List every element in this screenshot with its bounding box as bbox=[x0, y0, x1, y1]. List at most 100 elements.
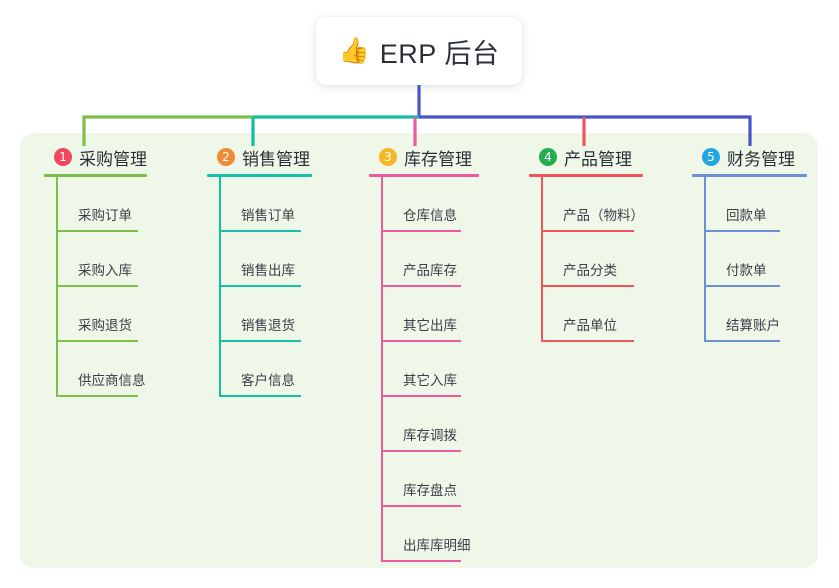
menu-item[interactable]: 库存盘点 bbox=[381, 452, 479, 507]
column-3: 3 库存管理仓库信息产品库存其它出库其它入库库存调拨库存盘点出库库明细 bbox=[369, 145, 479, 562]
menu-item-rule bbox=[219, 285, 301, 287]
menu-item[interactable]: 采购订单 bbox=[56, 177, 147, 232]
menu-item-rule bbox=[704, 340, 780, 342]
menu-item-rule bbox=[704, 285, 780, 287]
menu-item-label: 采购退货 bbox=[78, 318, 132, 333]
menu-item[interactable]: 采购入库 bbox=[56, 232, 147, 287]
menu-item[interactable]: 出库库明细 bbox=[381, 507, 479, 562]
menu-item[interactable]: 销售出库 bbox=[219, 232, 312, 287]
diagram-panel bbox=[20, 133, 818, 568]
column-stem-2 bbox=[219, 177, 221, 397]
menu-item[interactable]: 供应商信息 bbox=[56, 342, 147, 397]
column-title-4: 产品管理 bbox=[564, 149, 632, 169]
column-title-3: 库存管理 bbox=[404, 149, 472, 169]
thumbs-up-icon: 👍 bbox=[338, 36, 370, 65]
menu-item[interactable]: 其它入库 bbox=[381, 342, 479, 397]
column-header-3[interactable]: 3 库存管理 bbox=[369, 145, 479, 169]
menu-item-rule bbox=[381, 230, 461, 232]
menu-item-label: 销售订单 bbox=[241, 208, 295, 223]
menu-item[interactable]: 产品单位 bbox=[541, 287, 643, 342]
menu-item[interactable]: 仓库信息 bbox=[381, 177, 479, 232]
menu-item-label: 采购订单 bbox=[78, 208, 132, 223]
menu-item[interactable]: 回款单 bbox=[704, 177, 807, 232]
menu-item-label: 付款单 bbox=[726, 263, 767, 278]
menu-item[interactable]: 销售订单 bbox=[219, 177, 312, 232]
column-header-rule-1 bbox=[44, 174, 147, 177]
column-header-rule-4 bbox=[529, 174, 643, 177]
menu-item-label: 其它入库 bbox=[403, 373, 457, 388]
menu-item[interactable]: 采购退货 bbox=[56, 287, 147, 342]
root-node-label: ERP 后台 bbox=[379, 38, 500, 69]
menu-item-rule bbox=[381, 395, 461, 397]
menu-item[interactable]: 产品库存 bbox=[381, 232, 479, 287]
menu-item-rule bbox=[56, 285, 138, 287]
menu-item-label: 销售退货 bbox=[241, 318, 295, 333]
column-body-2: 销售订单销售出库销售退货客户信息 bbox=[219, 177, 312, 397]
menu-item-rule bbox=[541, 285, 634, 287]
menu-item-rule bbox=[704, 230, 780, 232]
menu-item-label: 供应商信息 bbox=[78, 373, 146, 388]
column-title-1: 采购管理 bbox=[79, 149, 147, 169]
column-header-rule-5 bbox=[692, 174, 807, 177]
menu-item-label: 销售出库 bbox=[241, 263, 295, 278]
menu-item-label: 产品单位 bbox=[563, 318, 617, 333]
menu-item-label: 库存盘点 bbox=[403, 483, 457, 498]
column-header-rule-2 bbox=[207, 174, 312, 177]
column-1: 1 采购管理采购订单采购入库采购退货供应商信息 bbox=[44, 145, 147, 397]
menu-item-rule bbox=[56, 230, 138, 232]
column-badge-2: 2 bbox=[217, 148, 235, 166]
menu-item-label: 仓库信息 bbox=[403, 208, 457, 223]
column-badge-1: 1 bbox=[54, 148, 72, 166]
menu-item-rule bbox=[56, 340, 138, 342]
menu-item-rule bbox=[381, 340, 461, 342]
menu-item-label: 产品分类 bbox=[563, 263, 617, 278]
column-header-4[interactable]: 4 产品管理 bbox=[529, 145, 643, 169]
menu-item-rule bbox=[541, 230, 634, 232]
column-badge-3: 3 bbox=[379, 148, 397, 166]
column-body-5: 回款单付款单结算账户 bbox=[704, 177, 807, 342]
root-node-erp-backend[interactable]: 👍 ERP 后台 bbox=[316, 17, 522, 85]
menu-item[interactable]: 客户信息 bbox=[219, 342, 312, 397]
column-title-5: 财务管理 bbox=[727, 149, 795, 169]
column-4: 4 产品管理产品（物料） 产品分类产品单位 bbox=[529, 145, 644, 342]
column-header-1[interactable]: 1 采购管理 bbox=[44, 145, 147, 169]
menu-item[interactable]: 库存调拨 bbox=[381, 397, 479, 452]
menu-item-label: 其它出库 bbox=[403, 318, 457, 333]
menu-item-rule bbox=[541, 340, 634, 342]
menu-item-rule bbox=[56, 395, 138, 397]
menu-item-label: 库存调拨 bbox=[403, 428, 457, 443]
column-header-rule-3 bbox=[369, 174, 479, 177]
menu-item[interactable]: 销售退货 bbox=[219, 287, 312, 342]
menu-item-rule bbox=[219, 395, 301, 397]
menu-item-label: 回款单 bbox=[726, 208, 767, 223]
column-stem-3 bbox=[381, 177, 383, 562]
column-badge-4: 4 bbox=[539, 148, 557, 166]
menu-item[interactable]: 产品（物料） bbox=[541, 177, 644, 232]
menu-item-label: 产品库存 bbox=[403, 263, 457, 278]
menu-item-label: 出库库明细 bbox=[403, 538, 471, 553]
menu-item-rule bbox=[219, 230, 301, 232]
column-body-1: 采购订单采购入库采购退货供应商信息 bbox=[56, 177, 147, 397]
menu-item-rule bbox=[381, 560, 461, 562]
menu-item[interactable]: 付款单 bbox=[704, 232, 807, 287]
menu-item[interactable]: 结算账户 bbox=[704, 287, 807, 342]
column-body-4: 产品（物料） 产品分类产品单位 bbox=[541, 177, 644, 342]
menu-item-rule bbox=[381, 285, 461, 287]
menu-item-label: 客户信息 bbox=[241, 373, 295, 388]
menu-item-rule bbox=[219, 340, 301, 342]
menu-item-label: 产品（物料） bbox=[563, 208, 644, 223]
menu-item[interactable]: 其它出库 bbox=[381, 287, 479, 342]
menu-item-rule bbox=[381, 450, 461, 452]
root-node-content: 👍 ERP 后台 bbox=[339, 32, 500, 71]
menu-item[interactable]: 产品分类 bbox=[541, 232, 643, 287]
column-body-3: 仓库信息产品库存其它出库其它入库库存调拨库存盘点出库库明细 bbox=[381, 177, 479, 562]
menu-item-label: 采购入库 bbox=[78, 263, 132, 278]
column-stem-4 bbox=[541, 177, 543, 342]
menu-item-label: 结算账户 bbox=[726, 318, 780, 333]
menu-item-rule bbox=[381, 505, 461, 507]
